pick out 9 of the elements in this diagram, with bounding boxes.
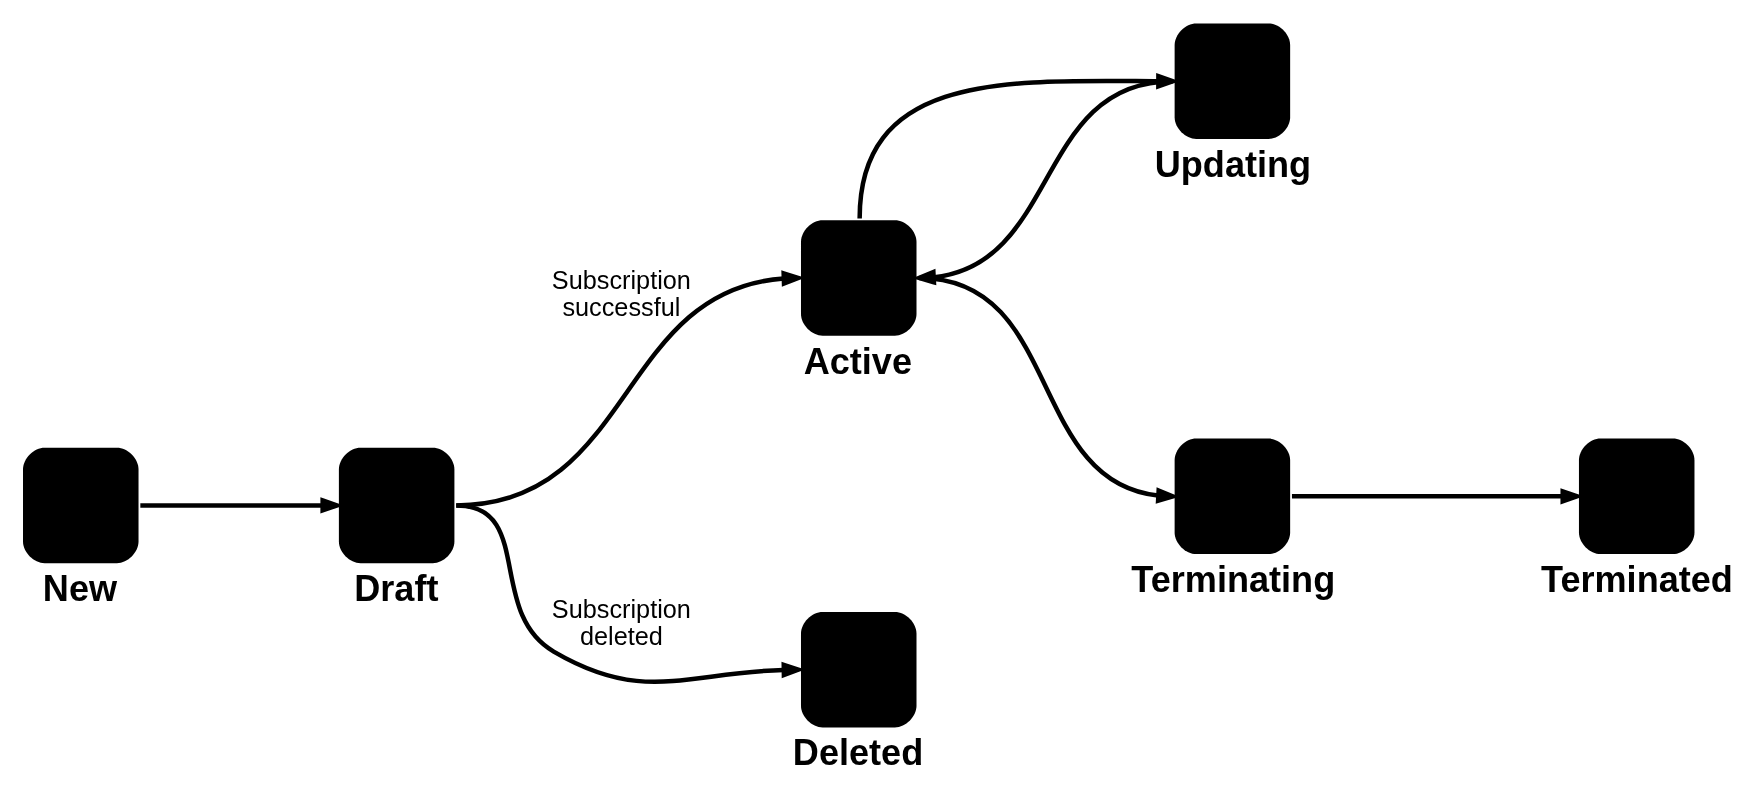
node-label: Deleted — [792, 731, 924, 773]
edge-label: Subscription successful — [551, 265, 691, 321]
node-label: Draft — [354, 567, 439, 609]
node-label: Updating — [1154, 143, 1312, 185]
node-label: Active — [803, 340, 913, 382]
node-label: New — [42, 567, 118, 609]
node-label: Terminating — [1131, 558, 1336, 600]
edge-label: Subscription deleted — [551, 594, 691, 650]
node-label: Terminated — [1541, 558, 1733, 600]
